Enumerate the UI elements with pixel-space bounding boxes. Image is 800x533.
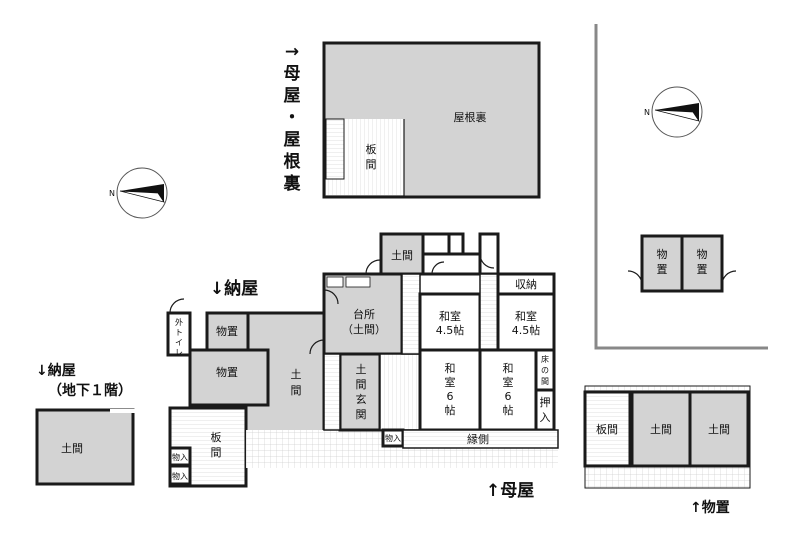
room-label: 縁側 (467, 432, 489, 446)
room-label: 4.5帖 (436, 324, 465, 337)
hallway (379, 353, 421, 431)
room-label: 土間 (61, 442, 83, 455)
room-label: 6 (447, 390, 454, 403)
room-label: 4.5帖 (512, 324, 541, 337)
title-naya-basement: ↓納屋 (36, 362, 76, 379)
bathtub-icon (421, 232, 451, 256)
small-sheds: 物 置 物 置 (627, 234, 737, 293)
room-label: 土間 (708, 423, 730, 436)
hallway (401, 273, 421, 355)
moya-plan: 台所 （土間） 土間 土 間 玄 関 和室 4.5帖 収納 和室 4.5帖 (246, 232, 559, 468)
engawa-room (402, 429, 559, 449)
room-label: 和 (503, 362, 514, 375)
room-label: 間 (541, 377, 549, 386)
room-label: 置 (697, 263, 708, 276)
stove-icon (326, 276, 344, 288)
room-label: 収納 (515, 278, 537, 291)
room-label: 間 (366, 158, 377, 171)
shed-room (680, 234, 724, 293)
room-label: の (541, 366, 549, 375)
title-char: 屋 (284, 86, 301, 106)
room-label: 押 (540, 395, 551, 409)
room-label: 和室 (439, 309, 461, 323)
corridor (421, 252, 482, 276)
room-label: 板 (211, 430, 222, 444)
title-monooki: ↑物置 (690, 499, 730, 516)
room-label: 間 (291, 384, 302, 397)
title-moya: ↑母屋 (486, 481, 534, 501)
monoire-closet (168, 464, 192, 486)
room-label: 板 (366, 142, 377, 156)
hallway (479, 273, 499, 351)
room-label: 物置 (216, 324, 238, 338)
room-label: 床 (541, 354, 549, 364)
monooki-building: 板間 土間 土間 (583, 385, 751, 489)
room-label: 間 (211, 446, 222, 459)
title-moya-roof: → 母 屋 ・ 屋 根 裏 (283, 42, 302, 194)
room-label: 土 (356, 363, 367, 376)
room-label: 物入 (172, 452, 188, 462)
naya-plan: 土 間 物置 物置 外 ト イ レ 板 間 物入 物入 (166, 298, 326, 488)
room-label: ト (175, 328, 183, 337)
moya-roof-plan: 屋根裏 板 間 (322, 41, 541, 199)
title-naya: ↓納屋 (210, 278, 258, 299)
compass-letter: N (109, 189, 115, 198)
room-label: 関 (356, 408, 367, 421)
room-label: 入 (540, 411, 551, 424)
room-label: 帖 (445, 404, 456, 417)
title-naya-basement-sub: （地下１階） (48, 382, 132, 399)
soto-toire-room (166, 311, 192, 357)
room-label: 土間 (650, 423, 672, 436)
title-char: 屋 (284, 130, 301, 150)
room-label: 室 (503, 375, 514, 389)
room-label: 6 (505, 390, 512, 403)
room-label: 物入 (385, 433, 401, 443)
room-label: イ (175, 338, 183, 347)
room-label: 物入 (172, 471, 188, 481)
title-char: 母 (284, 64, 301, 84)
title-char: ・ (284, 108, 301, 128)
doma-wc-room (379, 232, 425, 276)
doma-basement-room (35, 408, 135, 486)
room-label: 物 (657, 247, 668, 261)
title-char: → (285, 42, 299, 62)
room-label: 板間 (596, 422, 618, 436)
monooki-room (188, 348, 270, 407)
room-label: 置 (657, 263, 668, 276)
compass-letter: N (644, 108, 650, 117)
washbasin-icon (447, 232, 465, 256)
room-label: （土間） (342, 323, 386, 336)
sink-icon (345, 276, 371, 288)
room-label: 物 (697, 247, 708, 261)
title-char: 根 (284, 151, 301, 172)
room-label: 帖 (503, 404, 514, 417)
title-char: 裏 (283, 173, 302, 194)
room-label: 玄 (356, 392, 367, 406)
doma-shed-room (688, 390, 750, 468)
naya-basement: 土間 (35, 408, 136, 486)
room-label: 外 (175, 317, 183, 327)
property-boundary (594, 24, 768, 350)
room-label: 土間 (391, 249, 413, 262)
room-label: 物置 (216, 365, 238, 379)
room-label: 和室 (515, 309, 537, 323)
doma-genkan-room (338, 352, 382, 432)
room-label: 屋根裏 (454, 110, 487, 124)
room-label: 間 (356, 378, 367, 391)
compass-icon: N (644, 86, 703, 138)
itama-shed-room (583, 390, 632, 468)
stairs (325, 118, 345, 180)
room-label: 室 (445, 375, 456, 389)
room-label: 台所 (353, 307, 375, 321)
room-label: 土 (291, 368, 302, 381)
doma-shed-room (630, 390, 692, 468)
room-label: レ (175, 348, 183, 357)
toilet-room (478, 232, 500, 276)
compass-icon: N (109, 167, 168, 219)
room-label: 和 (445, 362, 456, 375)
